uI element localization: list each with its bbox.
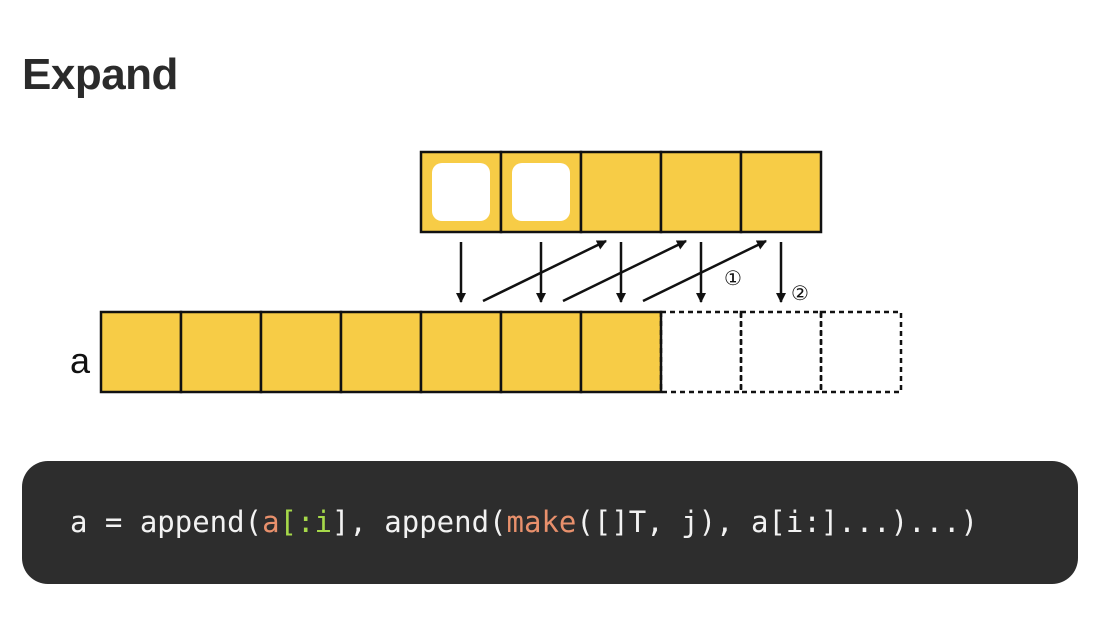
diagonal-arrow (562, 239, 687, 303)
target-cell-empty (659, 310, 743, 394)
diagonal-arrow (482, 239, 607, 303)
target-cell (99, 310, 183, 394)
step-marker-2: ② (791, 281, 809, 305)
code-token: ([]T, j), a[i:]...)...) (576, 505, 978, 539)
target-cell (179, 310, 263, 394)
source-cell (739, 150, 823, 234)
target-array (99, 310, 903, 394)
diagonal-arrow (642, 239, 767, 303)
step-marker-1: ① (724, 266, 742, 290)
code-token: ], append( (331, 505, 507, 539)
code-token: a (262, 505, 280, 539)
target-cell-empty (819, 310, 903, 394)
expand-diagram: a ① ② (70, 150, 903, 394)
code-token: make (506, 505, 577, 539)
code-line: a = append(a[:i], append(make([]T, j), a… (70, 505, 978, 539)
code-token: [: (279, 505, 315, 539)
array-label-a: a (70, 340, 91, 381)
source-cell (579, 150, 663, 234)
page-title: Expand (22, 50, 178, 99)
source-cell (659, 150, 743, 234)
target-cell (499, 310, 583, 394)
target-cell (579, 310, 663, 394)
target-cell (419, 310, 503, 394)
target-cell-empty (739, 310, 823, 394)
source-new-slot (512, 163, 570, 221)
source-array (419, 150, 823, 234)
target-cell (259, 310, 343, 394)
code-block: a = append(a[:i], append(make([]T, j), a… (22, 461, 1078, 584)
copy-arrows (456, 239, 786, 303)
target-cell (339, 310, 423, 394)
code-token: a = append( (70, 505, 263, 539)
source-new-slot (432, 163, 490, 221)
code-token: i (314, 505, 332, 539)
